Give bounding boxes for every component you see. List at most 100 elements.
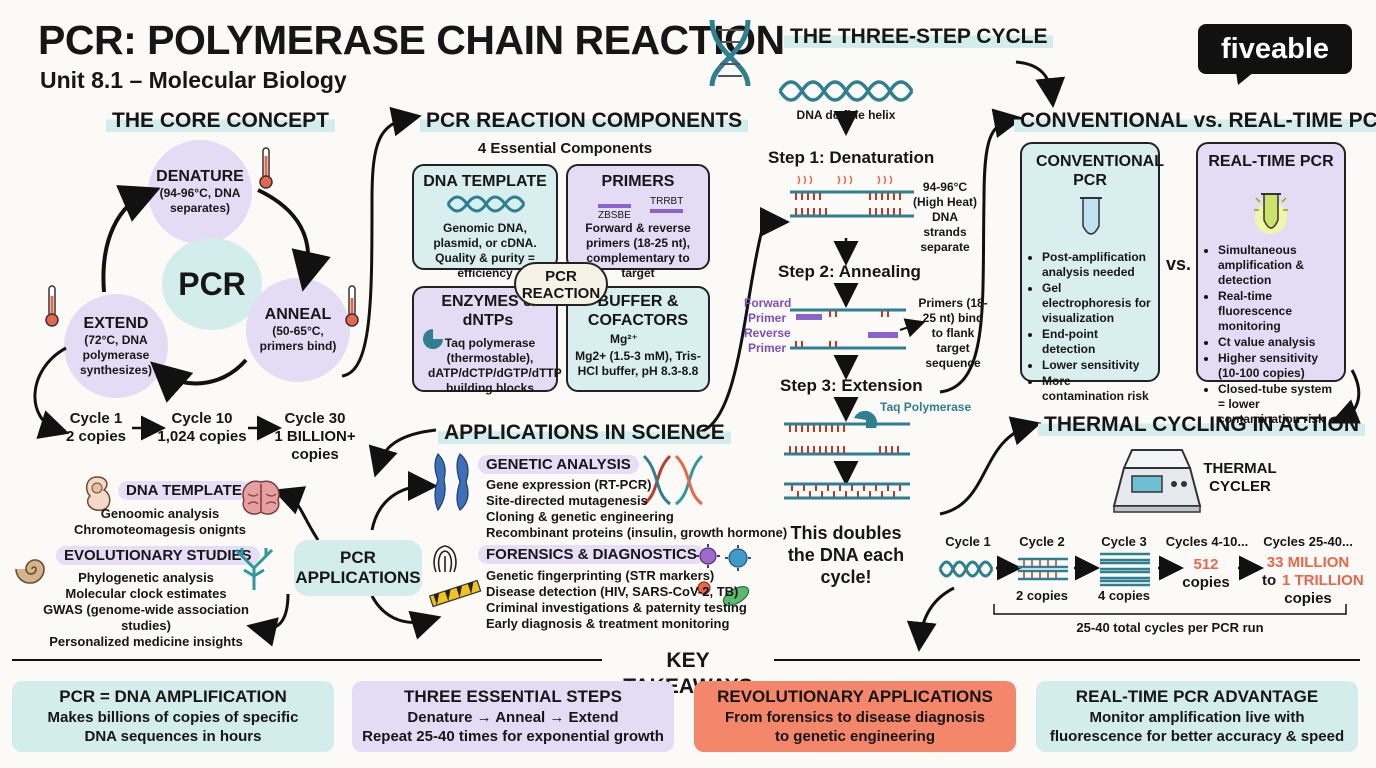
- takeaway-title: PCR = DNA AMPLIFICATION: [59, 687, 287, 706]
- doubles-note: This doubles the DNA each cycle!: [787, 523, 905, 587]
- phylogenetic-tree-icon: [234, 548, 274, 590]
- components-heading: PCR REACTION COMPONENTS: [420, 108, 749, 134]
- applications-heading: APPLICATIONS IN SCIENCE: [438, 420, 731, 446]
- app-evo-lines: Phylogenetic analysis Molecular clock es…: [20, 570, 272, 650]
- reverse-primer-label: Reverse Primer: [744, 326, 791, 355]
- anneal-node: ANNEAL (50-65°C, primers bind): [246, 278, 350, 382]
- component-buffer: BUFFER & COFACTORS Mg²⁺ Mg2+ (1.5-3 mM),…: [566, 286, 710, 392]
- realtime-item: Ct value analysis: [1218, 335, 1338, 350]
- template-title: DNA TEMPLATE: [423, 173, 547, 190]
- thermometer-icon: [259, 147, 273, 189]
- components-subheading: 4 Essential Components: [477, 140, 653, 157]
- extension-strands: [784, 410, 910, 500]
- template-text: Genomic DNA, plasmid, or cDNA. Quality &…: [433, 221, 537, 280]
- denature-title: DENATURE: [156, 168, 244, 185]
- thermal-c4-label: Cycles 4-10...: [1165, 534, 1249, 549]
- pcr-applications-hub: PCR APPLICATIONS: [294, 540, 422, 596]
- realtime-item: Simultaneous amplification & detection: [1218, 243, 1338, 288]
- app-evo-line: Personalized medicine insights: [49, 634, 243, 649]
- thermal-c1-label: Cycle 1: [945, 534, 991, 549]
- realtime-title: REAL-TIME PCR: [1208, 153, 1334, 170]
- pcr-core-label: PCR: [178, 265, 246, 302]
- thermal-c5-number1: 33 MILLION: [1266, 554, 1350, 571]
- step2-label: Step 2: Annealing: [778, 262, 921, 281]
- takeaway-card-amplification: PCR = DNA AMPLIFICATION Makes billions o…: [12, 681, 334, 752]
- primer-seq-2: TRRBT: [650, 194, 684, 213]
- anneal-title: ANNEAL: [264, 306, 332, 323]
- anneal-detail: (50-65°C, primers bind): [259, 324, 337, 353]
- cycle30-counter: Cycle 30 1 BILLION+ copies: [272, 410, 358, 464]
- tube-icon: [1080, 197, 1102, 235]
- enzymes-title: ENZYMES & dNTPs: [441, 293, 535, 329]
- dna-title-icon: [709, 19, 751, 87]
- app-gen-line: Site-directed mutagenesis: [486, 493, 648, 508]
- component-primers: PRIMERS ZBSBE TRRBT Forward & reverse pr…: [566, 164, 710, 280]
- cycle10-label: Cycle 10: [171, 410, 233, 427]
- conventional-item: End-point detection: [1042, 327, 1152, 357]
- thermal-c3-value: 4 copies: [1097, 588, 1151, 603]
- step1-note: 94-96°C (High Heat) DNA strands separate: [913, 180, 977, 254]
- fingerprint-icon: [433, 545, 457, 573]
- denatured-strands: [790, 175, 914, 218]
- takeaway-line: fluorescence for better accuracy & speed: [1049, 728, 1345, 745]
- extend-node: EXTEND (72°C, DNA polymerase synthesizes…: [64, 294, 168, 398]
- denature-node: DENATURE (94-96°C, DNA separates): [148, 140, 252, 244]
- enzymes-text: Taq polymerase (thermostable), dATP/dCTP…: [428, 336, 562, 395]
- takeaway-title: THREE ESSENTIAL STEPS: [404, 687, 622, 706]
- app-for-lines: Genetic fingerprinting (STR markers) Dis…: [486, 568, 747, 632]
- pcr-reaction-hub: PCR REACTION: [514, 262, 608, 306]
- step2-note: Primers (18-25 nt) bind to flank target …: [918, 296, 988, 370]
- conventional-title: CONVENTIONAL PCR: [1036, 153, 1164, 189]
- app-for-line: Genetic fingerprinting (STR markers): [486, 568, 715, 583]
- thermal-total: 25-40 total cycles per PCR run: [1076, 620, 1264, 635]
- logo-tail: [1236, 72, 1254, 85]
- taq-label: Taq Polymerase: [880, 400, 972, 414]
- app-for-title: FORENSICS & DIAGNOSTICS: [478, 545, 705, 564]
- takeaway-card-steps: THREE ESSENTIAL STEPS Denature → Anneal …: [352, 681, 674, 752]
- buffer-title: BUFFER & COFACTORS: [587, 293, 689, 329]
- primers-text: Forward & reverse primers (18-25 nt), co…: [585, 221, 691, 280]
- compare-heading: CONVENTIONAL vs. REAL-TIME PCR: [1014, 108, 1376, 134]
- realtime-item: Higher sensitivity (10-100 copies): [1218, 351, 1338, 381]
- app-dna-line: Genoomic analysis: [100, 506, 220, 521]
- thermal-c2-label: Cycle 2: [1019, 534, 1065, 549]
- takeaway-line: to genetic engineering: [774, 728, 936, 745]
- app-evo-line: Phylogenetic analysis: [78, 570, 214, 585]
- brand-logo: fiveable: [1198, 24, 1352, 74]
- takeaway-line: From forensics to disease diagnosis: [724, 709, 986, 726]
- pcr-reaction-label: PCR REACTION: [521, 268, 601, 302]
- cycle30-value: 1 BILLION+ copies: [274, 428, 356, 463]
- vs-label: vs.: [1166, 254, 1192, 274]
- app-gen-line: Recombinant proteins (insulin, growth ho…: [486, 525, 788, 540]
- brain-icon: [242, 480, 280, 515]
- takeaway-line: Repeat 25-40 times for exponential growt…: [362, 728, 664, 745]
- thermal-c5-label: Cycles 25-40...: [1263, 534, 1353, 549]
- brand-name: fiveable: [1221, 33, 1329, 65]
- app-gen-title: GENETIC ANALYSIS: [478, 455, 639, 474]
- helix-cycle1-icon: [938, 560, 994, 578]
- dna-helix-icon: [446, 195, 526, 213]
- dna-strands-icon: [642, 454, 704, 506]
- cycle10-counter: Cycle 10 1,024 copies: [154, 410, 250, 446]
- cycle1-value: 2 copies: [65, 428, 127, 445]
- conventional-item: Post-amplification analysis needed: [1042, 250, 1152, 280]
- takeaway-card-applications: REVOLUTIONARY APPLICATIONS From forensic…: [694, 681, 1016, 752]
- thermal-cycler-label: THERMAL CYCLER: [1203, 460, 1277, 495]
- thermal-c3-label: Cycle 3: [1101, 534, 1147, 549]
- realtime-pcr-card: REAL-TIME PCR Simultaneous amplification…: [1196, 142, 1346, 426]
- thermal-c5-value: copies: [1284, 590, 1332, 607]
- embryo-icon: [85, 476, 111, 511]
- conventional-item: More contamination risk: [1042, 374, 1152, 404]
- thermal-c2-value: 2 copies: [1015, 588, 1069, 603]
- glowing-tube-icon: [1254, 193, 1288, 234]
- takeaway-line: Makes billions of copies of specific: [47, 709, 299, 726]
- virus-icon: [696, 544, 751, 606]
- thermal-c4-number: 512: [1193, 556, 1219, 573]
- app-evo-title: EVOLUTIONARY STUDIES: [56, 546, 260, 565]
- page-title: PCR: POLYMERASE CHAIN REACTION: [38, 17, 785, 63]
- thermal-c4-value: copies: [1182, 574, 1230, 591]
- primers-title: PRIMERS: [601, 173, 675, 190]
- fossil-shell-icon: [15, 559, 45, 584]
- app-evo-line: Molecular clock estimates: [65, 586, 227, 601]
- takeaway-line: DNA sequences in hours: [84, 728, 262, 745]
